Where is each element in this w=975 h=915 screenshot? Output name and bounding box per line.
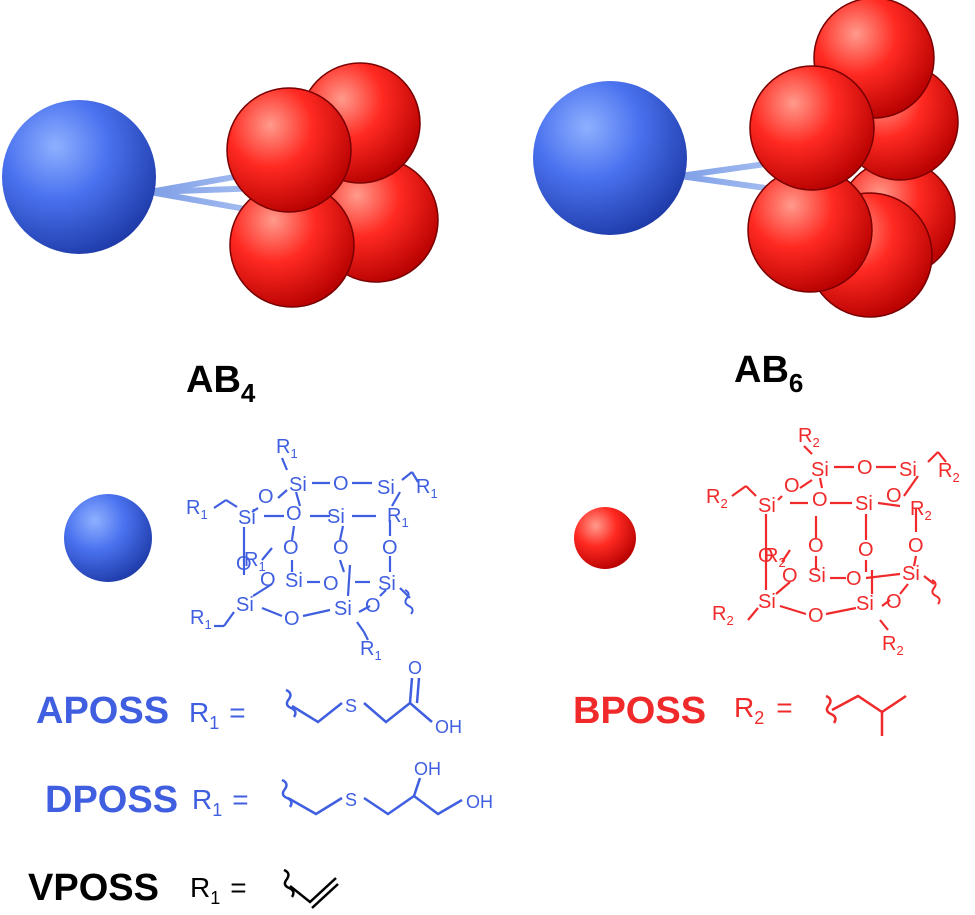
bposs-cage-structure: Si O Si O O Si Si O O O O O O Si O Si Si… (706, 425, 960, 658)
dposs-oh-end: OH (466, 792, 493, 812)
svg-text:O: O (333, 473, 349, 495)
dposs-sulfur: S (345, 790, 357, 810)
svg-text:Si: Si (327, 506, 345, 528)
vposs-substituent (283, 868, 339, 909)
legend-aposs: APOSS R1= S O OH (36, 658, 462, 737)
svg-text:R2: R2 (706, 486, 728, 511)
ab6-blue-sphere (533, 81, 687, 235)
svg-text:R2: R2 (712, 603, 734, 628)
svg-text:O: O (808, 605, 824, 627)
svg-text:Si: Si (758, 495, 776, 517)
vposs-r-group: R1= (190, 872, 247, 908)
svg-text:O: O (812, 489, 828, 511)
svg-text:O: O (908, 535, 924, 557)
svg-text:R2: R2 (764, 545, 786, 570)
wavy-bond (931, 579, 941, 605)
svg-text:Si: Si (899, 459, 917, 481)
svg-text:Si: Si (758, 591, 776, 613)
svg-text:O: O (784, 475, 800, 497)
svg-text:O: O (283, 537, 299, 559)
svg-text:R1: R1 (387, 505, 409, 530)
aposs-cage-structure: Si O Si O O Si Si O O O O Si O Si Si Si … (186, 436, 438, 663)
bposs-substituent (825, 694, 907, 736)
svg-text:O: O (846, 568, 862, 590)
svg-text:O: O (236, 553, 252, 575)
svg-text:O: O (323, 573, 339, 595)
legend-dposs: DPOSS R1= S OH OH (45, 759, 493, 821)
svg-text:O: O (284, 608, 300, 630)
svg-text:O: O (886, 485, 902, 507)
svg-text:Si: Si (902, 563, 920, 585)
svg-text:Si: Si (289, 474, 307, 496)
svg-text:R1: R1 (244, 549, 266, 574)
svg-text:Si: Si (238, 507, 256, 529)
svg-text:R2: R2 (882, 633, 904, 658)
svg-text:O: O (258, 486, 274, 508)
dposs-label: DPOSS (45, 779, 178, 821)
svg-text:Si: Si (856, 593, 874, 615)
aposs-sulfur: S (345, 696, 357, 716)
bposs-r-group: R2= (734, 692, 793, 728)
svg-text:R2: R2 (938, 460, 960, 485)
vposs-label: VPOSS (28, 867, 159, 909)
svg-text:Si: Si (378, 573, 396, 595)
ab6-label: AB6 (734, 349, 803, 398)
dposs-oh-top: OH (414, 759, 441, 779)
legend-vposs: VPOSS R1= (28, 867, 339, 909)
svg-text:O: O (857, 457, 873, 479)
svg-text:R1: R1 (190, 607, 212, 632)
small-red-sphere (574, 507, 636, 569)
svg-text:R2: R2 (910, 498, 932, 523)
ab4-blue-sphere (2, 100, 156, 254)
svg-text:O: O (286, 503, 302, 525)
aposs-substituent (285, 677, 433, 724)
svg-text:O: O (808, 535, 824, 557)
svg-text:O: O (782, 565, 798, 587)
wavy-bond (404, 589, 414, 615)
aposs-carbonyl-o: O (408, 658, 422, 678)
aposs-label: APOSS (36, 690, 169, 732)
ab6-model (533, 0, 959, 318)
aposs-r-group: R1= (189, 697, 246, 733)
ab4-red-sphere (226, 87, 352, 213)
svg-text:Si: Si (377, 477, 395, 499)
svg-text:O: O (382, 537, 398, 559)
svg-text:R1: R1 (360, 638, 382, 663)
svg-text:Si: Si (855, 493, 873, 515)
svg-text:Si: Si (808, 565, 826, 587)
svg-text:Si: Si (236, 594, 254, 616)
small-blue-sphere (64, 494, 152, 582)
legend-bposs: BPOSS R2= (573, 690, 907, 736)
svg-text:O: O (365, 595, 381, 617)
svg-text:O: O (858, 539, 874, 561)
svg-text:Si: Si (811, 459, 829, 481)
svg-text:R1: R1 (416, 476, 438, 501)
dposs-r-group: R1= (192, 784, 249, 820)
svg-text:O: O (758, 545, 774, 567)
svg-text:R2: R2 (798, 425, 820, 450)
aposs-oh: OH (435, 717, 462, 737)
ab4-label: AB4 (186, 359, 256, 408)
bposs-label: BPOSS (573, 690, 706, 732)
svg-text:O: O (260, 569, 276, 591)
svg-text:R1: R1 (276, 436, 298, 461)
ab4-model (2, 62, 439, 308)
svg-text:Si: Si (334, 598, 352, 620)
svg-text:O: O (886, 591, 902, 613)
svg-text:Si: Si (285, 570, 303, 592)
svg-text:O: O (333, 537, 349, 559)
dposs-substituent (281, 777, 463, 816)
ab6-red-sphere (749, 65, 875, 191)
svg-text:R1: R1 (186, 497, 208, 522)
